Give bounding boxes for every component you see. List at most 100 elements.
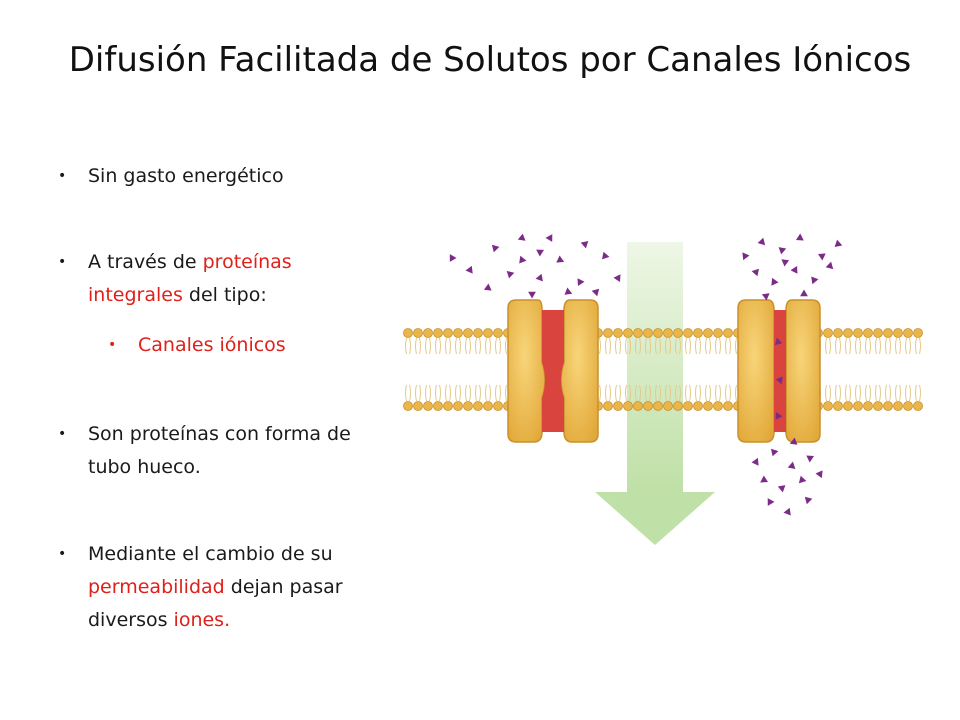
lipid-head [913, 401, 923, 411]
lipid-tail [845, 337, 851, 355]
ion-particle [751, 268, 759, 277]
lipid-tail [495, 384, 501, 402]
lipid-head [433, 328, 443, 338]
ion-particle [517, 233, 526, 241]
ion-particle [506, 270, 515, 279]
ion-particle [761, 293, 770, 301]
lipid-tail [655, 384, 661, 402]
lipid-head [413, 401, 423, 411]
ion-particle [777, 485, 786, 493]
ion-particle [789, 437, 798, 445]
bullet-dot: • [58, 426, 67, 442]
lipid-tail [825, 337, 831, 355]
subbullet-text: Canales iónicos [138, 334, 286, 356]
lipid-tail [465, 337, 471, 355]
ion-particle [591, 288, 600, 297]
ion-particle [800, 289, 808, 297]
lipid-head [893, 401, 903, 411]
lipid-tail [435, 337, 441, 355]
lipid-head [663, 401, 673, 411]
lipid-tail [685, 384, 691, 402]
lipid-tail [725, 337, 731, 355]
lipid-head [873, 401, 883, 411]
bullet-dot: • [108, 337, 117, 353]
ion-particle [771, 448, 779, 457]
lipid-head [823, 401, 833, 411]
ion-particle [804, 496, 813, 505]
bullet-dot: • [58, 546, 67, 562]
slide-title: Difusión Facilitada de Solutos por Canal… [68, 40, 912, 80]
lipid-tail [625, 384, 631, 402]
lipid-tail [885, 384, 891, 402]
lipid-head [643, 401, 653, 411]
ion-particle [790, 266, 798, 274]
lipid-head [623, 401, 633, 411]
lipid-head [903, 401, 913, 411]
highlight-permeabilidad: permeabilidad [88, 576, 225, 598]
lipid-head [863, 328, 873, 338]
lipid-tail [425, 384, 431, 402]
lipid-head [673, 328, 683, 338]
lipid-tail [695, 384, 701, 402]
ion-particle [742, 252, 750, 261]
lipid-head [833, 401, 843, 411]
ion-particle [796, 233, 804, 241]
lipid-head [493, 401, 503, 411]
lipid-head [613, 328, 623, 338]
ion-particle [834, 239, 843, 247]
lipid-tail [425, 337, 431, 355]
lipid-tail [835, 337, 841, 355]
lipid-tail [605, 337, 611, 355]
lipid-tail [615, 337, 621, 355]
lipid-tail [885, 337, 891, 355]
ion-particle [771, 277, 779, 286]
highlight-iones: iones. [173, 609, 231, 631]
lipid-tail [865, 384, 871, 402]
lipid-tail [415, 384, 421, 402]
lipid-head [903, 328, 913, 338]
lipid-head [673, 401, 683, 411]
lipid-head [863, 401, 873, 411]
lipid-head [703, 401, 713, 411]
open-channel-protein [737, 299, 821, 443]
ion-particle [783, 507, 791, 516]
bullet-dot: • [58, 168, 67, 184]
lipid-tail [715, 337, 721, 355]
lipid-tail [625, 337, 631, 355]
ion-particle [775, 376, 783, 385]
lipid-tail [495, 337, 501, 355]
lipid-tail [455, 384, 461, 402]
ion-particle [491, 244, 500, 253]
lipid-head [843, 328, 853, 338]
ion-particle [781, 259, 790, 267]
lipid-head [453, 328, 463, 338]
ion-particle [465, 265, 473, 274]
concentration-gradient-arrow [595, 242, 715, 545]
lipid-tail [905, 384, 911, 402]
lipid-tail [645, 337, 651, 355]
lipid-head [653, 328, 663, 338]
ion-particle [556, 255, 565, 263]
ion-particle [577, 278, 585, 286]
lipid-head [873, 328, 883, 338]
lipid-head [703, 328, 713, 338]
ion-particle [613, 274, 621, 282]
ion-particle [760, 475, 768, 483]
lipid-tail [655, 337, 661, 355]
lipid-tail [485, 337, 491, 355]
lipid-tail [635, 384, 641, 402]
lipid-tail [825, 384, 831, 402]
lipid-tail [675, 384, 681, 402]
ion-particle [564, 287, 573, 295]
bullet-dot: • [58, 254, 67, 270]
lipid-tail [475, 384, 481, 402]
ion-channel-diagram [403, 233, 923, 545]
lipid-tail [915, 384, 921, 402]
lipid-head [453, 401, 463, 411]
lipid-tail [445, 337, 451, 355]
lipid-tail [855, 384, 861, 402]
lipid-head [893, 328, 903, 338]
lipid-tail [485, 384, 491, 402]
lipid-tail [695, 337, 701, 355]
lipid-head [663, 328, 673, 338]
